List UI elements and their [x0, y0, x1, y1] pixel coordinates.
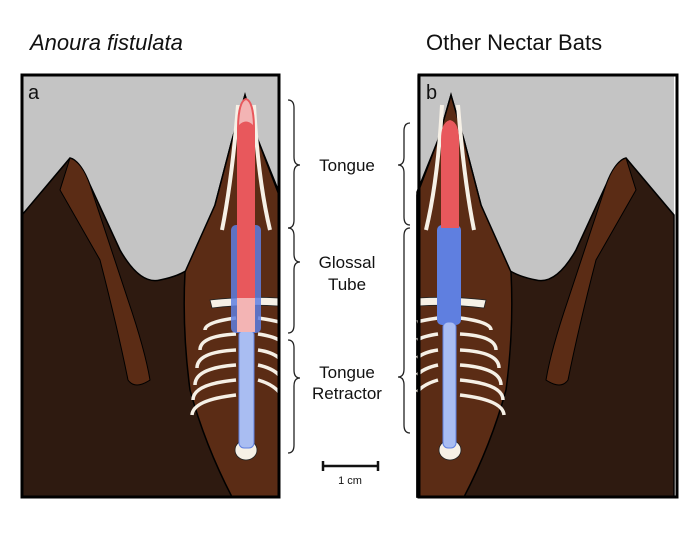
tongue [237, 98, 255, 330]
tongue-retractor [238, 329, 255, 449]
label-glossal: Glossal [319, 253, 376, 272]
tongue [441, 120, 459, 228]
glossal-tube [437, 225, 461, 325]
label-tube: Tube [328, 275, 366, 294]
panel-label-b: b [426, 82, 437, 104]
braces [287, 99, 411, 454]
scale-bar: 1 cm [321, 461, 380, 487]
panel-b: b [415, 73, 679, 499]
scale-bar-label: 1 cm [338, 475, 362, 487]
title-anoura-fistulata: Anoura fistulata [30, 30, 183, 55]
title-other-nectar-bats: Other Nectar Bats [426, 30, 603, 55]
label-tongue: Tongue [319, 156, 375, 175]
panel-label-a: a [28, 82, 40, 104]
tongue-retractor [442, 321, 457, 449]
label-tongue-retractor-1: Tongue [319, 363, 375, 382]
panel-a: a [20, 73, 281, 499]
label-tongue-retractor-2: Retractor [312, 384, 382, 403]
